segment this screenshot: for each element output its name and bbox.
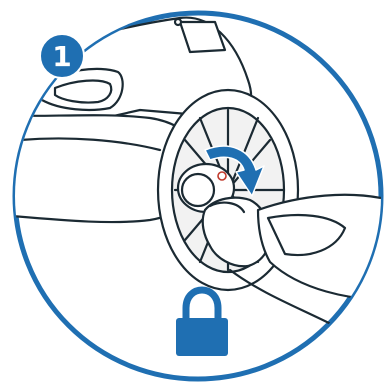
step-number: 1 [52, 40, 71, 73]
hub-indicator [218, 172, 226, 180]
hub-cap [182, 174, 214, 206]
frame-screw [175, 19, 181, 25]
step-number-badge: 1 [40, 34, 84, 78]
